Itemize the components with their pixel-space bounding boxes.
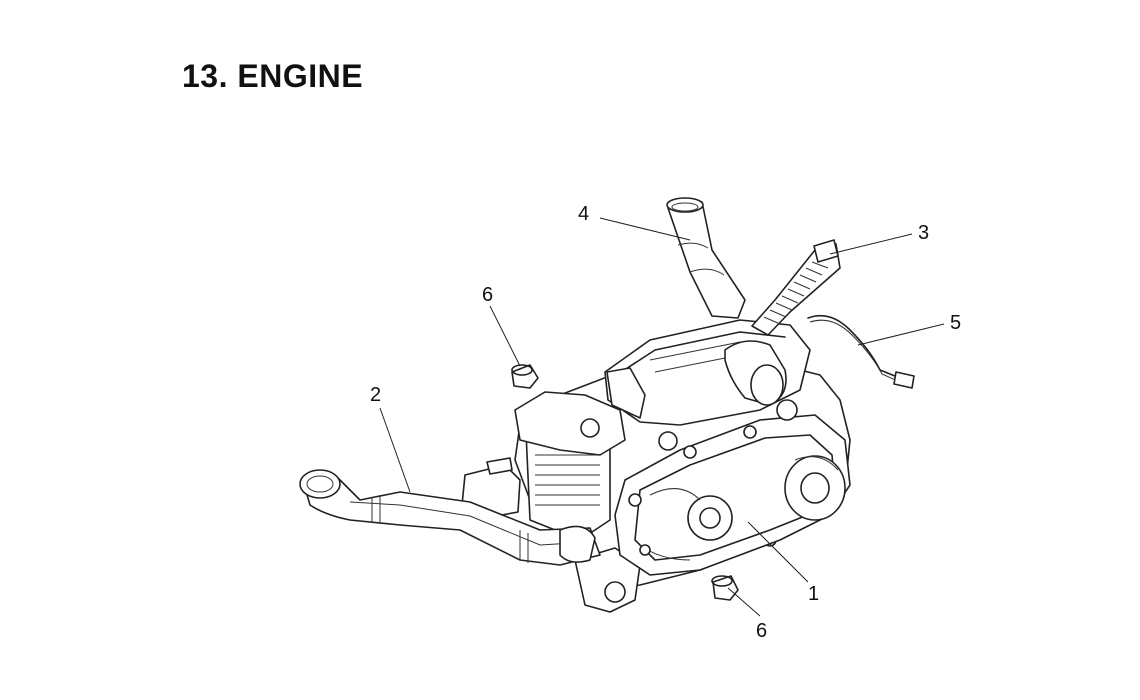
breather-hose <box>751 239 841 336</box>
callout-6-upper: 6 <box>482 284 494 306</box>
exhaust-pipe <box>299 469 601 566</box>
callout-3: 3 <box>918 222 930 244</box>
page-title: 13. ENGINE <box>182 58 364 94</box>
intake-duct <box>666 197 746 319</box>
callout-5: 5 <box>950 312 962 334</box>
leader-lines <box>379 217 945 617</box>
cap-upper <box>511 364 539 389</box>
callout-2: 2 <box>370 384 382 406</box>
callout-4: 4 <box>578 203 590 225</box>
wire-lead <box>807 314 915 389</box>
callout-1: 1 <box>808 583 820 605</box>
air-box <box>604 319 811 459</box>
cap-lower <box>711 575 739 601</box>
callout-6-lower: 6 <box>756 620 768 642</box>
cvt-cover <box>614 414 851 576</box>
